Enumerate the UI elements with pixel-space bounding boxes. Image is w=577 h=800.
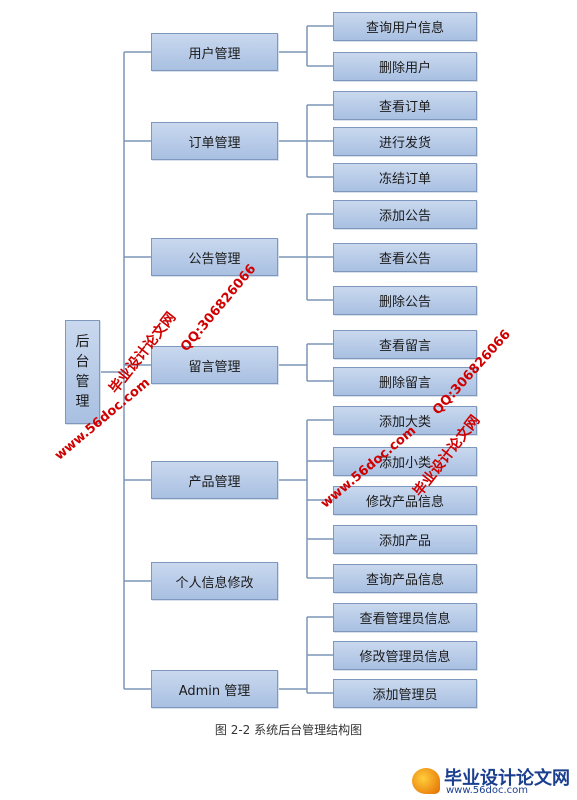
logo-url: www.56doc.com <box>446 785 529 796</box>
leaf-edit-admin-info: 修改管理员信息 <box>333 641 477 670</box>
logo-mark-icon <box>412 768 440 794</box>
leaf-view-message: 查看留言 <box>333 330 477 359</box>
footer-logo: 毕业设计论文网 www.56doc.com <box>412 764 572 798</box>
leaf-add-notice: 添加公告 <box>333 200 477 229</box>
leaf-query-product-info: 查询产品信息 <box>333 564 477 593</box>
root-node-admin-backend: 后台管理 <box>65 320 100 424</box>
module-product-management: 产品管理 <box>151 461 278 499</box>
leaf-add-product: 添加产品 <box>333 525 477 554</box>
module-order-management: 订单管理 <box>151 122 278 160</box>
leaf-add-admin: 添加管理员 <box>333 679 477 708</box>
leaf-ship-order: 进行发货 <box>333 127 477 156</box>
figure-caption: 图 2-2 系统后台管理结构图 <box>214 723 363 737</box>
leaf-delete-notice: 删除公告 <box>333 286 477 315</box>
leaf-add-category: 添加大类 <box>333 406 477 435</box>
leaf-view-notice: 查看公告 <box>333 243 477 272</box>
module-notice-management: 公告管理 <box>151 238 278 276</box>
leaf-freeze-order: 冻结订单 <box>333 163 477 192</box>
leaf-view-orders: 查看订单 <box>333 91 477 120</box>
leaf-delete-message: 删除留言 <box>333 367 477 396</box>
module-user-management: 用户管理 <box>151 33 278 71</box>
leaf-add-subcategory: 添加小类 <box>333 447 477 476</box>
leaf-delete-user: 删除用户 <box>333 52 477 81</box>
module-personal-info-edit: 个人信息修改 <box>151 562 278 600</box>
leaf-query-user-info: 查询用户信息 <box>333 12 477 41</box>
leaf-view-admin-info: 查看管理员信息 <box>333 603 477 632</box>
logo-title: 毕业设计论文网 <box>444 768 570 789</box>
leaf-edit-product-info: 修改产品信息 <box>333 486 477 515</box>
module-admin-management: Admin 管理 <box>151 670 278 708</box>
module-message-management: 留言管理 <box>151 346 278 384</box>
